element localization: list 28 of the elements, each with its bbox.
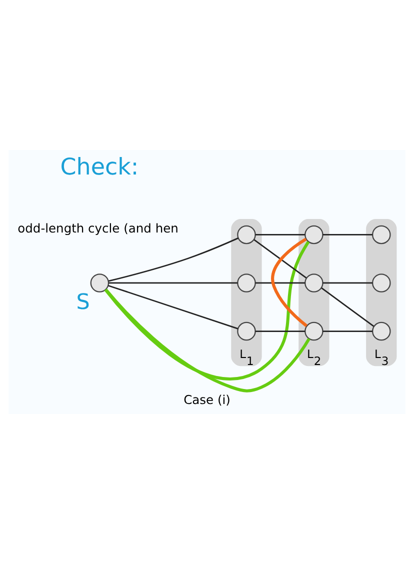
node-circle <box>304 224 324 244</box>
connector <box>255 282 306 284</box>
node-circle <box>237 321 256 340</box>
connector <box>104 288 310 392</box>
connector <box>104 240 310 380</box>
connector <box>321 286 374 326</box>
caption: Case (i) <box>184 392 230 406</box>
node-circle <box>372 273 391 292</box>
node-circle <box>372 321 391 340</box>
connector <box>108 284 238 329</box>
node-circle <box>372 224 391 244</box>
connector <box>255 330 306 332</box>
label: Check: <box>60 154 139 180</box>
connector <box>108 236 239 282</box>
label: odd-length cycle (and hen <box>18 220 178 235</box>
node-circle <box>90 273 110 292</box>
connector <box>108 282 238 284</box>
node-circle <box>237 224 256 244</box>
node-circle <box>304 273 324 292</box>
node-circle <box>237 273 256 292</box>
node-circle <box>304 321 324 340</box>
connector <box>255 234 306 235</box>
connector <box>322 330 372 332</box>
connector <box>271 237 308 327</box>
connector <box>322 282 372 284</box>
connector <box>322 234 372 235</box>
connector <box>254 238 307 278</box>
node-label: S <box>76 289 90 314</box>
